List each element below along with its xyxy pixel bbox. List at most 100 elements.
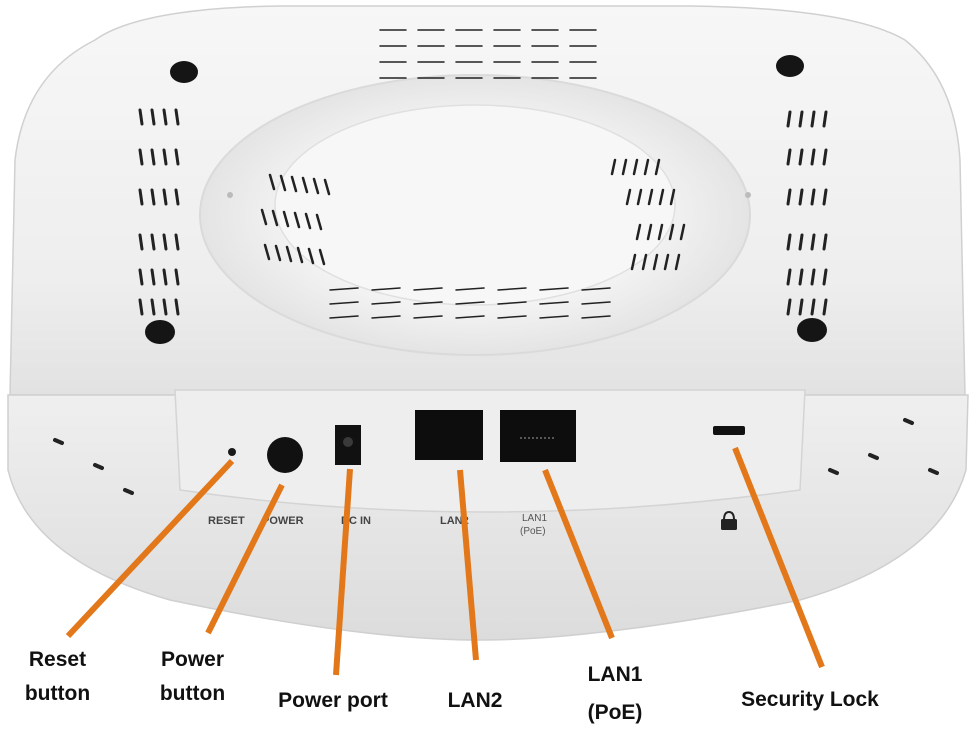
vent-slot [138, 298, 144, 316]
vent-slot [162, 188, 168, 206]
vent-slot [497, 287, 527, 291]
vent-slot [293, 211, 301, 229]
vent-slot [150, 188, 156, 206]
vent-slot [93, 463, 104, 470]
vent-slot [307, 247, 315, 265]
vent-slot [539, 287, 569, 291]
vent-slot [822, 298, 828, 316]
vent-slot [928, 468, 939, 475]
callout-security-lock: Security Lock [741, 688, 879, 711]
leader-line-security-lock [732, 446, 825, 669]
vent-slot [539, 315, 569, 319]
lan1-poe-port [500, 410, 576, 462]
callout-reset-line1: Reset [28, 648, 87, 671]
vent-slot [323, 178, 331, 196]
vent-slot [630, 253, 637, 271]
vent-slot [657, 223, 664, 241]
vent-slot [162, 233, 168, 251]
vent-slot [271, 209, 279, 227]
vent-slot [632, 158, 639, 176]
power-button[interactable] [267, 437, 303, 473]
vent-slot [647, 188, 654, 206]
vent-slot [413, 287, 443, 291]
vent-slot [150, 298, 156, 316]
vent-slot [798, 298, 804, 316]
vent-slot [786, 148, 792, 166]
vent-slot [810, 148, 816, 166]
vent-slot [174, 148, 180, 166]
screw-hole [227, 192, 233, 198]
vent-slot [539, 301, 569, 305]
vent-slot [903, 418, 914, 425]
vent-slot [658, 188, 665, 206]
vent-slot [868, 453, 879, 460]
vent-slot [497, 301, 527, 305]
vent-slot [329, 301, 359, 305]
panel-label-lan1: LAN1 [522, 513, 547, 524]
vent-slot [643, 158, 650, 176]
vent-slot [635, 223, 642, 241]
vent-slot [413, 315, 443, 319]
vent-slot [274, 244, 282, 262]
vent-slot [497, 315, 527, 319]
vent-slot [174, 108, 180, 126]
vent-slot [810, 110, 816, 128]
vent-slot [290, 175, 298, 193]
vent-slot [798, 268, 804, 286]
vent-slot [652, 253, 659, 271]
vent-slot [646, 223, 653, 241]
port-panel [174, 389, 806, 513]
vent-slot [455, 287, 485, 291]
callout-power-port: Power port [278, 689, 388, 712]
vent-slot [455, 315, 485, 319]
vent-slot [669, 188, 676, 206]
vent-slot [798, 188, 804, 206]
vent-slot [318, 248, 326, 266]
vent-slot [798, 148, 804, 166]
vent-slot [786, 268, 792, 286]
vent-slot [798, 110, 804, 128]
vent-slot [621, 158, 628, 176]
rubber-foot [776, 55, 804, 77]
leader-line-lan1 [542, 468, 615, 640]
vent-slot [371, 287, 401, 291]
vent-slot [150, 233, 156, 251]
vent-slot [371, 301, 401, 305]
vent-slot [263, 243, 271, 261]
vent-slot [174, 268, 180, 286]
vent-slot [679, 223, 686, 241]
vent-slot [786, 188, 792, 206]
vent-slot [810, 298, 816, 316]
rubber-foot [170, 61, 198, 83]
vent-slot [138, 108, 144, 126]
vent-slot [150, 148, 156, 166]
leader-line-lan2 [457, 469, 479, 661]
vent-slot [371, 315, 401, 319]
vent-slot [123, 488, 134, 495]
panel-label-lan1-poe: (PoE) [520, 526, 546, 537]
vent-slot [150, 108, 156, 126]
vent-slot [329, 287, 359, 291]
vent-slot [285, 245, 293, 263]
vent-slot [786, 233, 792, 251]
screw-hole [745, 192, 751, 198]
vent-slot [413, 301, 443, 305]
vent-slot [663, 253, 670, 271]
vent-slot [162, 298, 168, 316]
vent-slot [786, 110, 792, 128]
vent-slot [174, 233, 180, 251]
vent-slot [636, 188, 643, 206]
vent-slot [822, 148, 828, 166]
vent-slot [581, 301, 611, 305]
vent-slot [260, 208, 268, 226]
vent-slot [822, 233, 828, 251]
vent-slot [312, 177, 320, 195]
reset-pinhole[interactable] [228, 448, 236, 456]
panel-label-power: POWER [262, 515, 304, 527]
security-lock-slot [713, 426, 745, 435]
callout-lan2: LAN2 [447, 689, 503, 712]
vent-slot [138, 148, 144, 166]
vent-slot [150, 268, 156, 286]
